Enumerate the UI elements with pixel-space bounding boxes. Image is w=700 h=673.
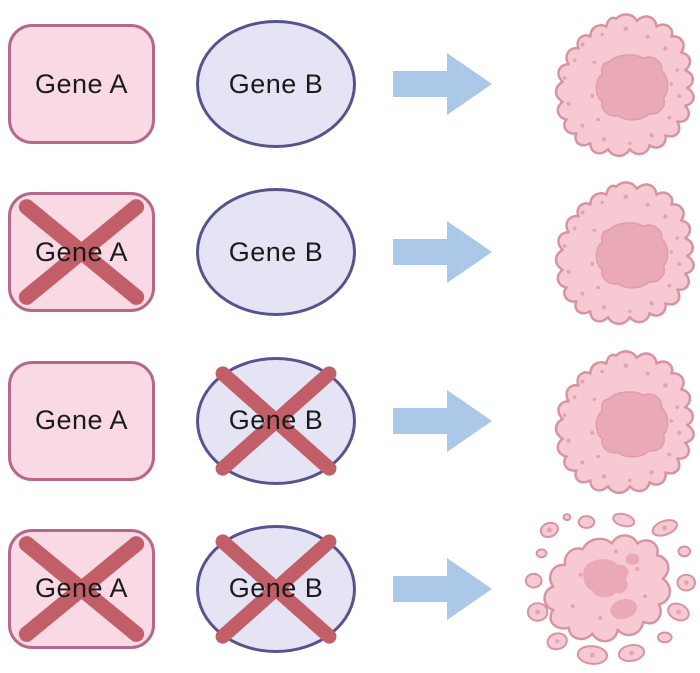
gene-b-label: Gene B xyxy=(228,573,324,604)
right-arrow-icon xyxy=(393,557,493,621)
gene-a-label: Gene A xyxy=(34,573,129,604)
gene-a-box: Gene A xyxy=(8,192,155,313)
diagram-row-4: Gene A Gene B xyxy=(0,505,700,673)
knockout-cross-icon xyxy=(18,536,145,642)
gene-b-ellipse: Gene B xyxy=(196,188,356,317)
gene-b-label: Gene B xyxy=(228,68,324,99)
diagram-row-1: Gene A Gene B xyxy=(0,0,700,168)
knockout-cross-icon xyxy=(215,365,337,476)
gene-a-label: Gene A xyxy=(34,236,129,267)
knockout-cross-icon xyxy=(18,199,145,306)
diagram-row-3: Gene A Gene B xyxy=(0,337,700,505)
gene-a-box: Gene A xyxy=(8,360,155,481)
gene-a-label: Gene A xyxy=(34,68,129,99)
right-arrow-icon xyxy=(393,52,493,116)
right-arrow-icon xyxy=(393,389,493,453)
gene-a-box: Gene A xyxy=(8,24,155,145)
gene-b-label: Gene B xyxy=(228,236,324,267)
gene-b-label: Gene B xyxy=(228,405,324,436)
knockout-cross-icon xyxy=(215,534,337,644)
viable-cell-illustration xyxy=(538,173,698,331)
gene-b-ellipse: Gene B xyxy=(196,356,356,485)
gene-a-label: Gene A xyxy=(34,405,129,436)
gene-b-ellipse: Gene B xyxy=(196,20,356,149)
viable-cell-illustration xyxy=(538,342,698,500)
gene-a-box: Gene A xyxy=(8,528,155,649)
apoptotic-cell-illustration xyxy=(522,508,698,670)
diagram-row-2: Gene A Gene B xyxy=(0,168,700,336)
viable-cell-illustration xyxy=(538,5,698,163)
gene-b-ellipse: Gene B xyxy=(196,524,356,653)
right-arrow-icon xyxy=(393,220,493,284)
